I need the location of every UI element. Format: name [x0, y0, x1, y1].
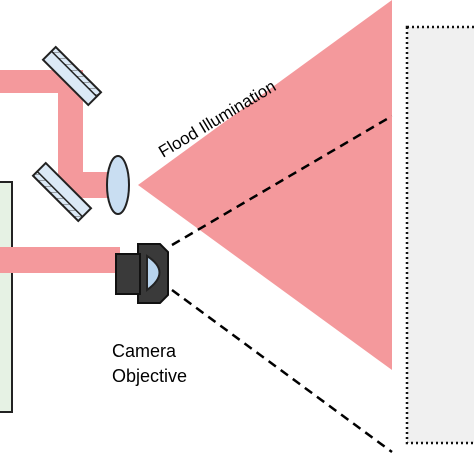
camera-objective [115, 243, 169, 304]
camera-label-line1: Camera [112, 341, 177, 361]
flood-illumination-cone [138, 0, 392, 370]
fov-line-lower [171, 288, 393, 454]
mirror-bottom [31, 161, 93, 223]
camera-label-line2: Objective [112, 366, 187, 386]
fov-line-upper [171, 114, 393, 247]
left-panel [0, 181, 13, 413]
camera-beam [0, 247, 120, 273]
flood-lens [106, 155, 130, 215]
mirror-top [41, 45, 103, 107]
target-screen [405, 25, 474, 445]
